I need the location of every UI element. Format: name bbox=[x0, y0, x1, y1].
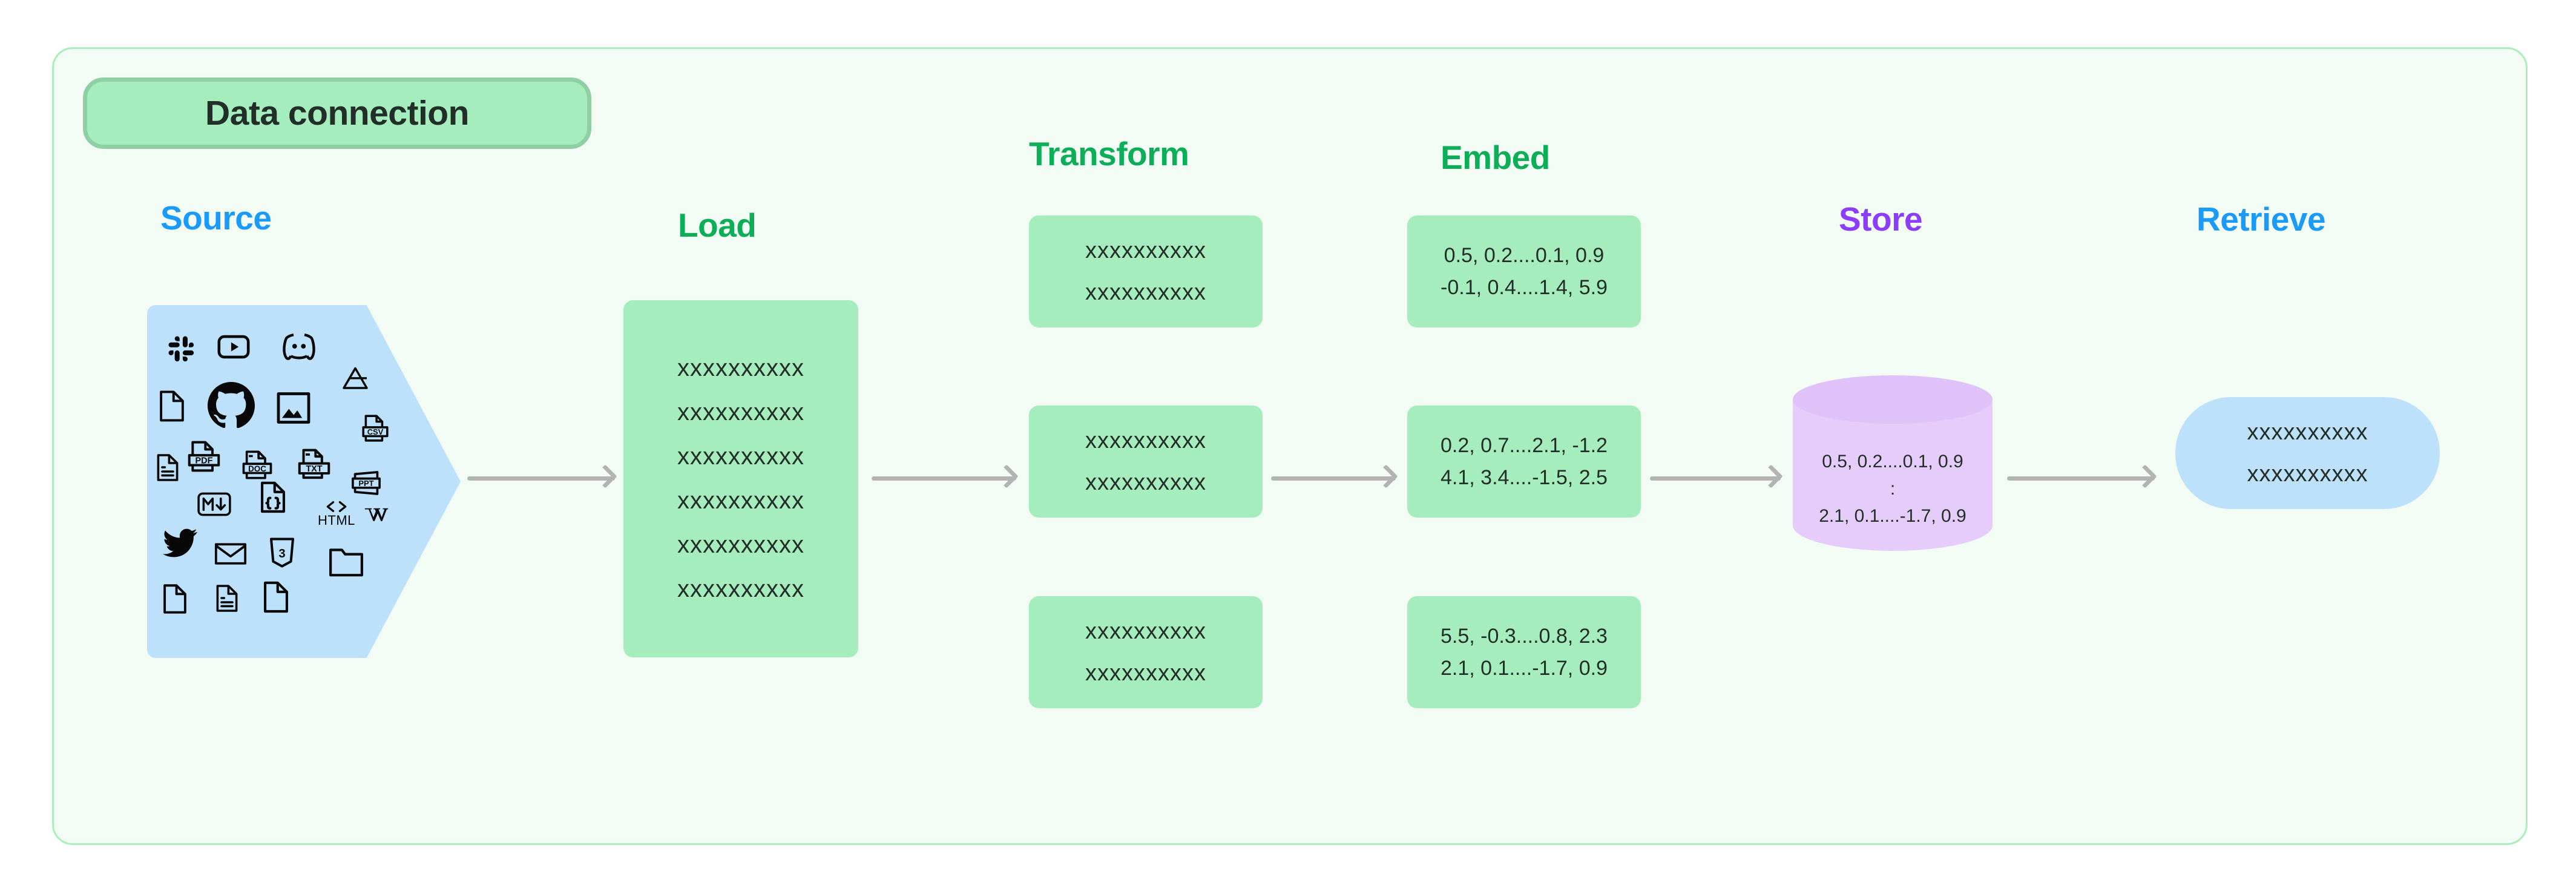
data-connection-badge: Data connection bbox=[83, 77, 591, 149]
svg-text:PDF: PDF bbox=[196, 456, 213, 466]
svg-text:PPT: PPT bbox=[358, 479, 373, 488]
embed-line: 5.5, -0.3....0.8, 2.3 bbox=[1441, 624, 1608, 648]
doc-file-icon: DOC bbox=[242, 449, 273, 481]
transform-box: xxxxxxxxxx xxxxxxxxxx bbox=[1029, 406, 1263, 518]
folder-icon bbox=[329, 547, 364, 577]
arrow-load-to-transform bbox=[872, 460, 1020, 496]
file-blank-icon bbox=[158, 390, 186, 423]
file-blank-3-icon bbox=[262, 580, 290, 614]
svg-text:DOC: DOC bbox=[248, 464, 266, 473]
stage-title-embed: Embed bbox=[1441, 139, 1550, 176]
store-line: : bbox=[1890, 479, 1896, 499]
file-blank-2-icon bbox=[162, 584, 188, 615]
load-line: xxxxxxxxxx bbox=[677, 531, 804, 558]
svg-text:CSV: CSV bbox=[367, 427, 384, 436]
embed-line: 4.1, 3.4....-1.5, 2.5 bbox=[1441, 465, 1608, 489]
wikipedia-icon bbox=[364, 505, 389, 524]
retrieve-box: xxxxxxxxxx xxxxxxxxxx bbox=[2175, 397, 2440, 509]
cylinder-top-ellipse bbox=[1793, 375, 1993, 424]
arrow-transform-to-embed bbox=[1271, 460, 1399, 496]
embed-box: 0.5, 0.2....0.1, 0.9 -0.1, 0.4....1.4, 5… bbox=[1407, 215, 1641, 327]
embed-box: 0.2, 0.7....2.1, -1.2 4.1, 3.4....-1.5, … bbox=[1407, 406, 1641, 518]
load-line: xxxxxxxxxx bbox=[677, 443, 804, 470]
stage-title-transform: Transform bbox=[1029, 135, 1189, 173]
csv-file-icon: CSV bbox=[360, 413, 390, 444]
embed-line: 2.1, 0.1....-1.7, 0.9 bbox=[1441, 656, 1608, 680]
transform-line: xxxxxxxxxx bbox=[1085, 469, 1206, 495]
embed-box: 5.5, -0.3....0.8, 2.3 2.1, 0.1....-1.7, … bbox=[1407, 596, 1641, 708]
file-text-lines-icon bbox=[156, 453, 180, 482]
svg-text:TXT: TXT bbox=[306, 464, 322, 474]
embed-line: -0.1, 0.4....1.4, 5.9 bbox=[1441, 275, 1608, 299]
stage-title-retrieve: Retrieve bbox=[2196, 200, 2326, 238]
youtube-icon bbox=[216, 329, 251, 364]
email-icon bbox=[214, 541, 248, 567]
store-cylinder: 0.5, 0.2....0.1, 0.9 : 2.1, 0.1....-1.7,… bbox=[1793, 375, 1993, 569]
transform-line: xxxxxxxxxx bbox=[1085, 237, 1206, 263]
github-icon bbox=[208, 381, 255, 428]
twitter-icon bbox=[163, 528, 198, 558]
markdown-icon bbox=[197, 492, 232, 517]
load-line: xxxxxxxxxx bbox=[677, 576, 804, 602]
html-icon: HTML bbox=[318, 500, 355, 528]
data-connection-label: Data connection bbox=[205, 94, 469, 133]
transform-box: xxxxxxxxxx xxxxxxxxxx bbox=[1029, 215, 1263, 327]
transform-line: xxxxxxxxxx bbox=[1085, 618, 1206, 644]
google-drive-icon bbox=[341, 364, 370, 393]
load-line: xxxxxxxxxx bbox=[677, 355, 804, 381]
image-icon bbox=[275, 390, 312, 426]
file-text-lines-2-icon bbox=[215, 584, 239, 614]
txt-file-icon: TXT bbox=[297, 447, 331, 481]
pdf-file-icon: PDF bbox=[187, 439, 221, 473]
arrow-source-to-load bbox=[467, 460, 619, 496]
json-file-icon bbox=[259, 481, 287, 515]
diagram-outer-frame bbox=[52, 47, 2528, 845]
store-line: 0.5, 0.2....0.1, 0.9 bbox=[1822, 452, 1963, 472]
svg-text:3: 3 bbox=[278, 547, 285, 561]
slack-icon bbox=[168, 335, 196, 363]
retrieve-line: xxxxxxxxxx bbox=[2247, 461, 2368, 487]
arrow-store-to-retrieve bbox=[2007, 460, 2158, 496]
source-icon-grid: PDF DOC TXT bbox=[147, 305, 461, 658]
css3-icon: 3 bbox=[268, 536, 296, 569]
load-box: xxxxxxxxxx xxxxxxxxxx xxxxxxxxxx xxxxxxx… bbox=[623, 300, 858, 657]
stage-title-store: Store bbox=[1839, 200, 1923, 238]
cylinder-body bbox=[1793, 399, 1993, 551]
transform-box: xxxxxxxxxx xxxxxxxxxx bbox=[1029, 596, 1263, 708]
store-line: 2.1, 0.1....-1.7, 0.9 bbox=[1819, 506, 1966, 526]
store-text: 0.5, 0.2....0.1, 0.9 : 2.1, 0.1....-1.7,… bbox=[1793, 448, 1993, 530]
transform-line: xxxxxxxxxx bbox=[1085, 660, 1206, 686]
embed-line: 0.2, 0.7....2.1, -1.2 bbox=[1441, 433, 1608, 457]
ppt-file-icon: PPT bbox=[350, 467, 382, 499]
arrow-embed-to-store bbox=[1650, 460, 1784, 496]
load-line: xxxxxxxxxx bbox=[677, 399, 804, 426]
retrieve-line: xxxxxxxxxx bbox=[2247, 419, 2368, 445]
transform-line: xxxxxxxxxx bbox=[1085, 279, 1206, 305]
load-line: xxxxxxxxxx bbox=[677, 487, 804, 514]
stage-title-source: Source bbox=[160, 199, 272, 237]
embed-line: 0.5, 0.2....0.1, 0.9 bbox=[1444, 243, 1605, 267]
transform-line: xxxxxxxxxx bbox=[1085, 427, 1206, 453]
stage-title-load: Load bbox=[678, 206, 757, 244]
discord-icon bbox=[280, 328, 318, 366]
